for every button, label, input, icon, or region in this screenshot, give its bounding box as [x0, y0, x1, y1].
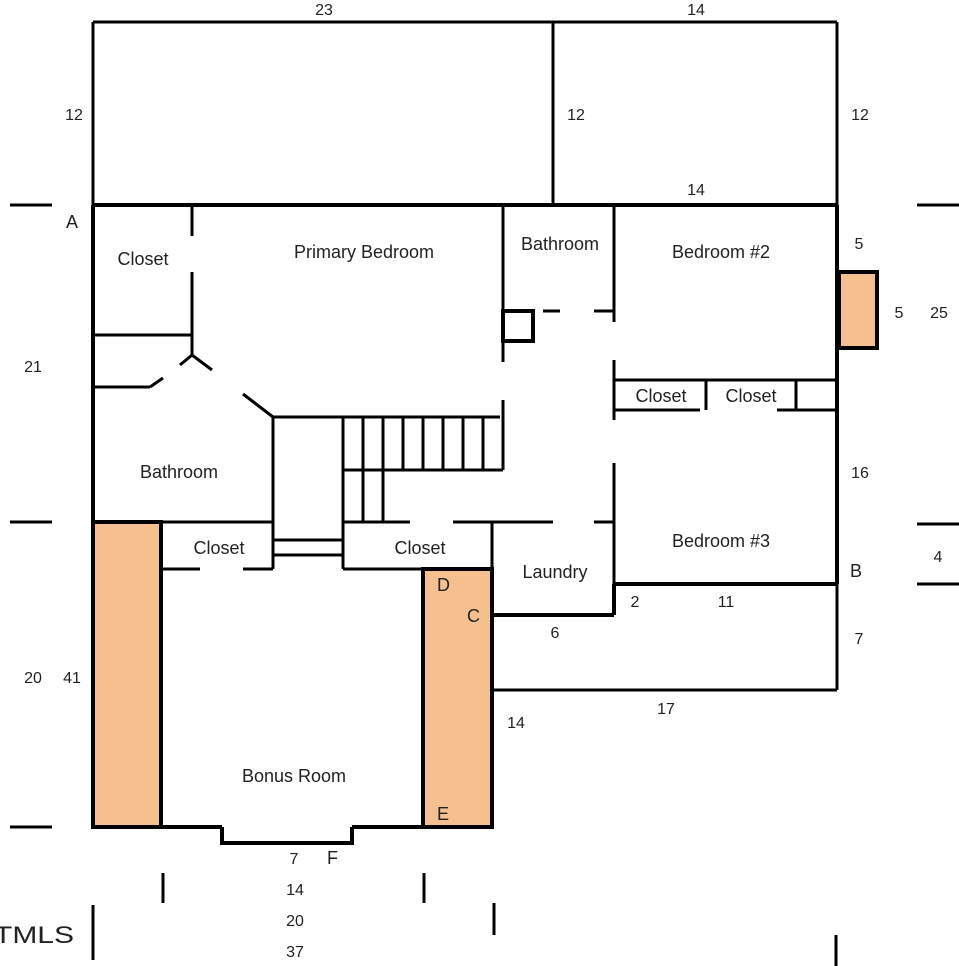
dim-wide-20: 20: [286, 913, 304, 930]
dim-top-bottom-width: 14: [687, 182, 705, 199]
dim-bay: 7: [290, 851, 299, 868]
primary-bedroom-label: Primary Bedroom: [294, 242, 434, 262]
bonus-room-label: Bonus Room: [242, 766, 346, 786]
closet-primary-label: Closet: [117, 249, 168, 269]
closet-bed2-b-label: Closet: [725, 386, 776, 406]
dim-chimney: 5: [895, 305, 904, 322]
laundry-label: Laundry: [522, 562, 587, 582]
point-d-label: D: [437, 575, 450, 595]
dimension-ticks: [10, 203, 959, 966]
dim-right-total: 25: [930, 305, 948, 322]
upper-outline: [91, 20, 839, 205]
bathroom-upper-label: Bathroom: [521, 234, 599, 254]
dim-right-lower: 7: [855, 631, 864, 648]
dim-laundry-step: 2: [631, 594, 640, 611]
dim-overall-width: 37: [286, 944, 304, 961]
closet-right-label: Closet: [394, 538, 445, 558]
dim-bonus-width: 14: [286, 882, 304, 899]
point-f-label: F: [327, 848, 338, 868]
bedroom-3-label: Bedroom #3: [672, 531, 770, 551]
dim-top-left-depth: 12: [65, 107, 83, 124]
bathroom-primary-label: Bathroom: [140, 462, 218, 482]
dim-bed3-bottom: 11: [718, 594, 735, 611]
mid-porch: [421, 567, 494, 829]
dim-top-left-width: 23: [315, 2, 333, 19]
dim-left-upper: 21: [24, 359, 42, 376]
dim-mid-lower: 14: [507, 715, 525, 732]
dim-top-mid-depth: 12: [567, 107, 585, 124]
point-b-label: B: [850, 561, 862, 581]
exterior-walls: [91, 203, 839, 845]
dim-right-upper: 5: [855, 236, 864, 253]
point-c-label: C: [467, 606, 480, 626]
chase-box: [501, 309, 535, 343]
dim-top-right-width: 14: [687, 2, 705, 19]
dim-right-small: 4: [934, 549, 943, 566]
chimney: [837, 270, 879, 350]
chimney-and-porches: [91, 270, 879, 829]
staircase: [273, 417, 503, 557]
dim-laundry-bottom: 6: [551, 625, 560, 642]
closet-left-label: Closet: [193, 538, 244, 558]
logo-text: TMLS: [0, 922, 74, 949]
point-e-label: E: [437, 804, 449, 824]
left-porch: [91, 520, 163, 829]
closet-bed2-a-label: Closet: [635, 386, 686, 406]
dim-top-right-depth: 12: [851, 107, 869, 124]
dim-left-total: 41: [63, 670, 81, 687]
bedroom-2-label: Bedroom #2: [672, 242, 770, 262]
dim-left-lower: 20: [24, 670, 42, 687]
point-a-label: A: [66, 212, 78, 232]
dim-right-mid: 16: [851, 465, 869, 482]
dim-lower-width: 17: [657, 701, 675, 718]
